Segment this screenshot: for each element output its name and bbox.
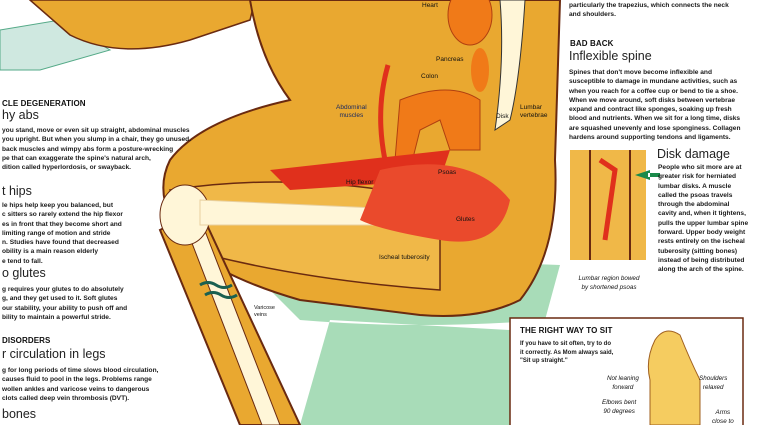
right-way-box xyxy=(509,317,744,425)
spine xyxy=(494,0,526,132)
glutes-muscle xyxy=(360,164,510,242)
section-body: Spines that don't move become inflexible… xyxy=(569,69,741,142)
abdominal-muscle xyxy=(378,64,391,161)
section-heading: r circulation in legs xyxy=(2,347,106,361)
arrow-icon xyxy=(635,170,660,180)
section-body: you stand, move or even sit up straight,… xyxy=(2,127,192,172)
section-heading: bones xyxy=(2,407,37,421)
intro-text: particularly the trapezius, which connec… xyxy=(569,2,729,19)
colon-organ xyxy=(394,89,481,171)
label-heart: Heart xyxy=(422,2,438,9)
section-kicker: BAD BACK xyxy=(570,39,614,48)
pancreas-organ xyxy=(471,48,489,92)
section-kicker: CLE DEGENERATION xyxy=(2,99,86,108)
heart-organ xyxy=(447,0,493,46)
section-body: g for long periods of time slows blood c… xyxy=(2,367,159,402)
section-heading: Inflexible spine xyxy=(569,49,652,63)
section-heading: o glutes xyxy=(2,266,46,280)
keyboard xyxy=(0,19,112,71)
woman-figure xyxy=(647,330,701,425)
box-kicker: THE RIGHT WAY TO SIT xyxy=(520,326,613,335)
label-psoas: Psoas xyxy=(438,169,457,176)
label-hip-flexor: Hip flexor xyxy=(346,179,374,186)
label-colon: Colon xyxy=(421,73,438,80)
section-heading: hy abs xyxy=(2,108,39,122)
section-heading: t hips xyxy=(2,184,32,198)
arm xyxy=(28,0,256,50)
varicose-veins xyxy=(199,281,238,299)
label-pancreas: Pancreas xyxy=(436,56,464,63)
label-disk: Disk xyxy=(496,113,509,120)
section-kicker: DISORDERS xyxy=(2,336,51,345)
label-glutes: Glutes xyxy=(456,216,475,223)
label-ischeal-tuberosity: Ischeal tuberosity xyxy=(379,254,430,261)
disk-damage-heading: Disk damage xyxy=(657,147,730,161)
